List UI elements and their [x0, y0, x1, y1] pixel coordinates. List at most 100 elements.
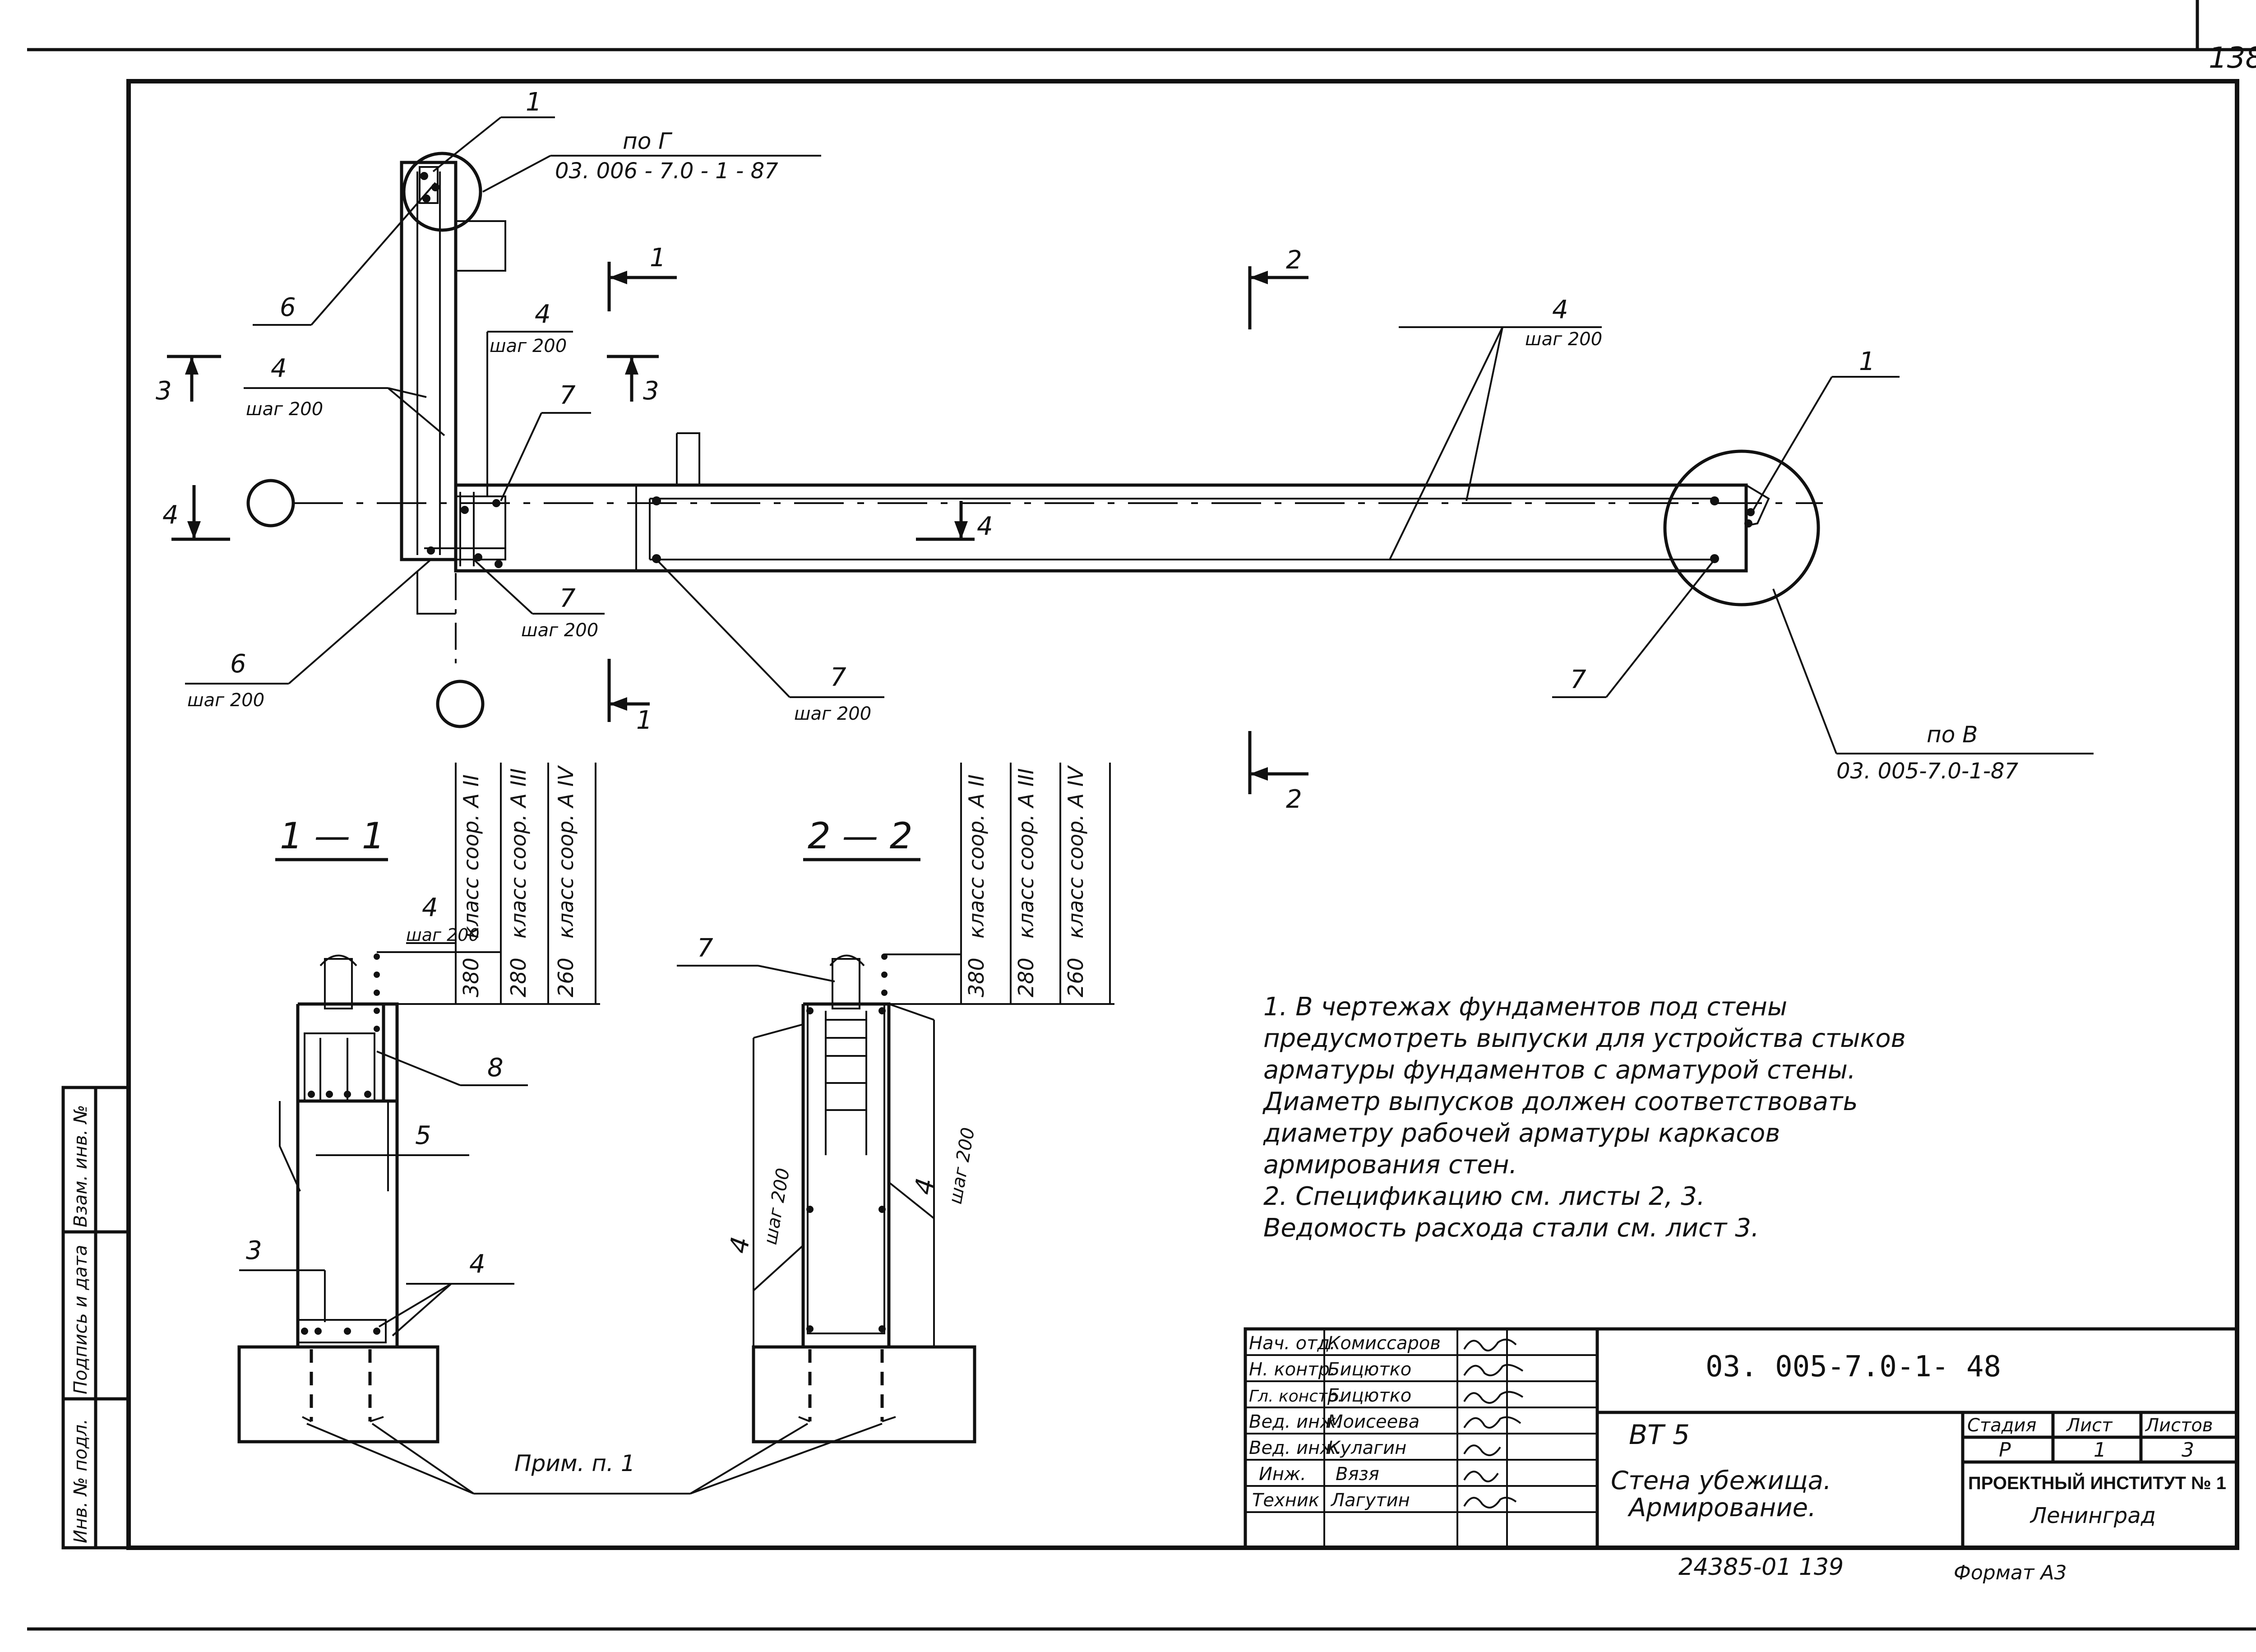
cut-3-right: 3 — [607, 355, 659, 406]
s22-mark-4-right-step: шаг 200 — [945, 1126, 979, 1206]
s11-mark-4-step: шаг 200 — [406, 925, 480, 945]
mark-4-mid-step: шаг 200 — [490, 336, 567, 356]
svg-text:3: 3 — [643, 376, 659, 406]
s22-mark-4-left: 4 — [724, 1235, 756, 1255]
svg-text:1: 1 — [650, 243, 666, 273]
svg-text:2: 2 — [1286, 785, 1302, 814]
notes-block: 1. В чертежах фундаментов под стены пред… — [1262, 992, 1906, 1243]
name-1: Комиссаров — [1327, 1333, 1441, 1354]
mark-4-left-step: шаг 200 — [246, 399, 323, 420]
cut-3-left: 3 — [156, 355, 221, 406]
svg-text:1: 1 — [636, 706, 652, 735]
vertical-wall — [400, 161, 458, 561]
name-3: Бицютко — [1327, 1385, 1411, 1406]
cut-4-mid: 4 — [916, 501, 993, 541]
drawing-mark: ВТ 5 — [1629, 1419, 1690, 1451]
class-a2-2: класс соор. А II — [964, 774, 989, 939]
class-a4-2: класс соор. А IV — [1063, 765, 1088, 939]
mark-1-right: 1 — [1859, 347, 1875, 376]
dim-260-2: 260 — [1063, 958, 1088, 997]
detail-circle-top — [402, 152, 482, 232]
s22-mark-7: 7 — [697, 934, 713, 963]
note-line-2: предусмотреть выпуски для устройства сты… — [1263, 1024, 1906, 1053]
class-a3-2: класс соор. А III — [1014, 768, 1038, 939]
role-3: Гл. констр. — [1249, 1387, 1343, 1406]
name-5: Кулагин — [1327, 1438, 1406, 1458]
note-line-5: диаметру рабочей арматуры каркасов — [1263, 1119, 1780, 1148]
svg-text:2: 2 — [1286, 245, 1302, 275]
mark-4-left: 4 — [271, 354, 287, 383]
mark-7-center-step: шаг 200 — [794, 703, 871, 724]
s22-mark-4-left-step: шаг 200 — [760, 1166, 794, 1246]
sheet-value: 1 — [2094, 1439, 2106, 1462]
role-2: Н. контр. — [1249, 1359, 1336, 1380]
s11-mark-8: 8 — [487, 1053, 504, 1083]
role-7: Техник — [1252, 1490, 1319, 1511]
dim-280-1: 280 — [506, 958, 531, 997]
mark-7-lower: 7 — [559, 584, 576, 613]
org-city: Ленинград — [2029, 1503, 2156, 1528]
plan-view: по Г 03. 006 - 7.0 - 1 - 87 по В 03. 005… — [156, 88, 2094, 814]
note-line-1: 1. В чертежах фундаментов под стены — [1263, 992, 1787, 1022]
name-4: Моисеева — [1327, 1411, 1419, 1432]
side-stamp: Инв. № подл. Подпись и дата Взам. инв. № — [61, 1086, 130, 1550]
drawing-title-2: Армирование. — [1627, 1493, 1816, 1522]
class-a2-1: класс соор. А II — [459, 774, 483, 939]
title-block: Нач. отд. Комиссаров Н. контр. Бицютко Г… — [1244, 1327, 2239, 1550]
sheet-reference: 24385-01 139 — [1678, 1554, 1844, 1581]
cut-4-left: 4 — [162, 485, 230, 541]
note-ref: Прим. п. 1 — [306, 1423, 883, 1495]
note-line-6: армирования стен. — [1263, 1150, 1517, 1180]
class-a4-1: класс соор. А IV — [554, 765, 578, 939]
s11-mark-4-bottom: 4 — [469, 1249, 485, 1279]
sheet-frame — [27, 0, 2256, 1631]
signatures — [1463, 1338, 1524, 1509]
side-stamp-inv: Инв. № подл. — [70, 1419, 91, 1543]
mark-7-lower-step: шаг 200 — [521, 620, 598, 641]
mark-1-top: 1 — [526, 88, 542, 117]
cut-1-bottom: 1 — [607, 659, 652, 735]
axis-bubble-horizontal — [246, 479, 295, 528]
svg-text:3: 3 — [156, 376, 172, 406]
svg-text:4: 4 — [977, 512, 993, 541]
side-stamp-sign: Подпись и дата — [70, 1245, 91, 1394]
name-7: Лагутин — [1330, 1490, 1410, 1511]
dim-380-2: 380 — [964, 958, 989, 997]
name-6: Вязя — [1336, 1464, 1379, 1485]
org-name: ПРОЕКТНЫЙ ИНСТИТУТ № 1 — [1968, 1472, 2226, 1493]
drawing-title-1: Стена убежища. — [1611, 1466, 1831, 1495]
s22-mark-4-right: 4 — [909, 1176, 941, 1197]
role-4: Вед. инж. — [1249, 1411, 1342, 1432]
mark-6-top: 6 — [280, 293, 296, 322]
mark-7-center: 7 — [830, 663, 846, 692]
cut-2-bottom: 2 — [1248, 731, 1308, 814]
section-1-1: 1 — 1 — [237, 763, 600, 1444]
dim-380-1: 380 — [459, 958, 483, 997]
dim-260-1: 260 — [554, 958, 578, 997]
sheets-head: Листов — [2145, 1415, 2213, 1436]
mark-4-right: 4 — [1552, 295, 1568, 324]
section-1-1-title: 1 — 1 — [280, 815, 385, 857]
role-5: Вед. инж. — [1249, 1438, 1342, 1458]
stage-value: Р — [1999, 1439, 2011, 1462]
note-line-8: Ведомость расхода стали см. лист 3. — [1263, 1213, 1759, 1243]
s11-mark-4: 4 — [422, 893, 438, 922]
callout-top-ref: 03. 006 - 7.0 - 1 - 87 — [555, 158, 778, 184]
foundation-block-2 — [752, 1345, 976, 1444]
mark-7-right: 7 — [1570, 665, 1586, 694]
foundation-block — [237, 1345, 439, 1444]
role-6: Инж. — [1259, 1464, 1306, 1485]
section-2-2: 2 — 2 380 280 — [677, 763, 1114, 1444]
note-ref-label: Прим. п. 1 — [514, 1450, 635, 1476]
mark-6-bottom: 6 — [230, 649, 246, 679]
stage-head: Стадия — [1967, 1415, 2036, 1436]
detail-circle-right — [1663, 449, 1820, 606]
dim-280-2: 280 — [1014, 958, 1038, 997]
sheets-value: 3 — [2182, 1439, 2194, 1462]
mark-7-mid: 7 — [559, 381, 576, 410]
s11-mark-3: 3 — [246, 1236, 262, 1265]
callout-right-ref: 03. 005-7.0-1-87 — [1836, 759, 2019, 784]
page-number: 138 — [2209, 42, 2256, 75]
mark-4-right-step: шаг 200 — [1525, 329, 1602, 350]
